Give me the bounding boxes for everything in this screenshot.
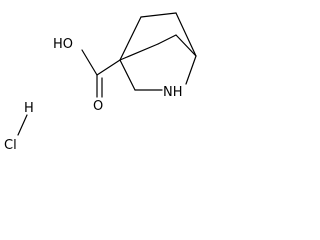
- bond-c1-c7: [119, 43, 159, 61]
- bond-c6-c5: [140, 12, 177, 18]
- bond-c8-c4: [175, 34, 197, 57]
- bond-h-cl: [17, 114, 28, 136]
- carboxylic-acid-group: HO O: [53, 37, 121, 114]
- bond-n3-c4: [185, 55, 197, 85]
- carbonyl-oxygen-label: O: [93, 99, 103, 114]
- hydroxyl-label: HO: [53, 37, 73, 52]
- hydrochloride-salt: H Cl: [4, 101, 34, 153]
- bond-c5-c4: [175, 12, 197, 57]
- bond-c1-carboxyl: [96, 59, 121, 76]
- bond-c1-c2: [119, 59, 136, 91]
- structure-diagram: HO O NH H Cl: [4, 12, 197, 153]
- bond-c7-c8: [157, 34, 177, 45]
- amine-label: NH: [163, 85, 183, 100]
- chlorine-label: Cl: [4, 138, 17, 153]
- bond-c1-c6: [119, 16, 142, 61]
- bond-carboxyl-oh: [81, 49, 98, 76]
- bicyclic-cage: [119, 12, 197, 91]
- hydrogen-label: H: [24, 101, 34, 116]
